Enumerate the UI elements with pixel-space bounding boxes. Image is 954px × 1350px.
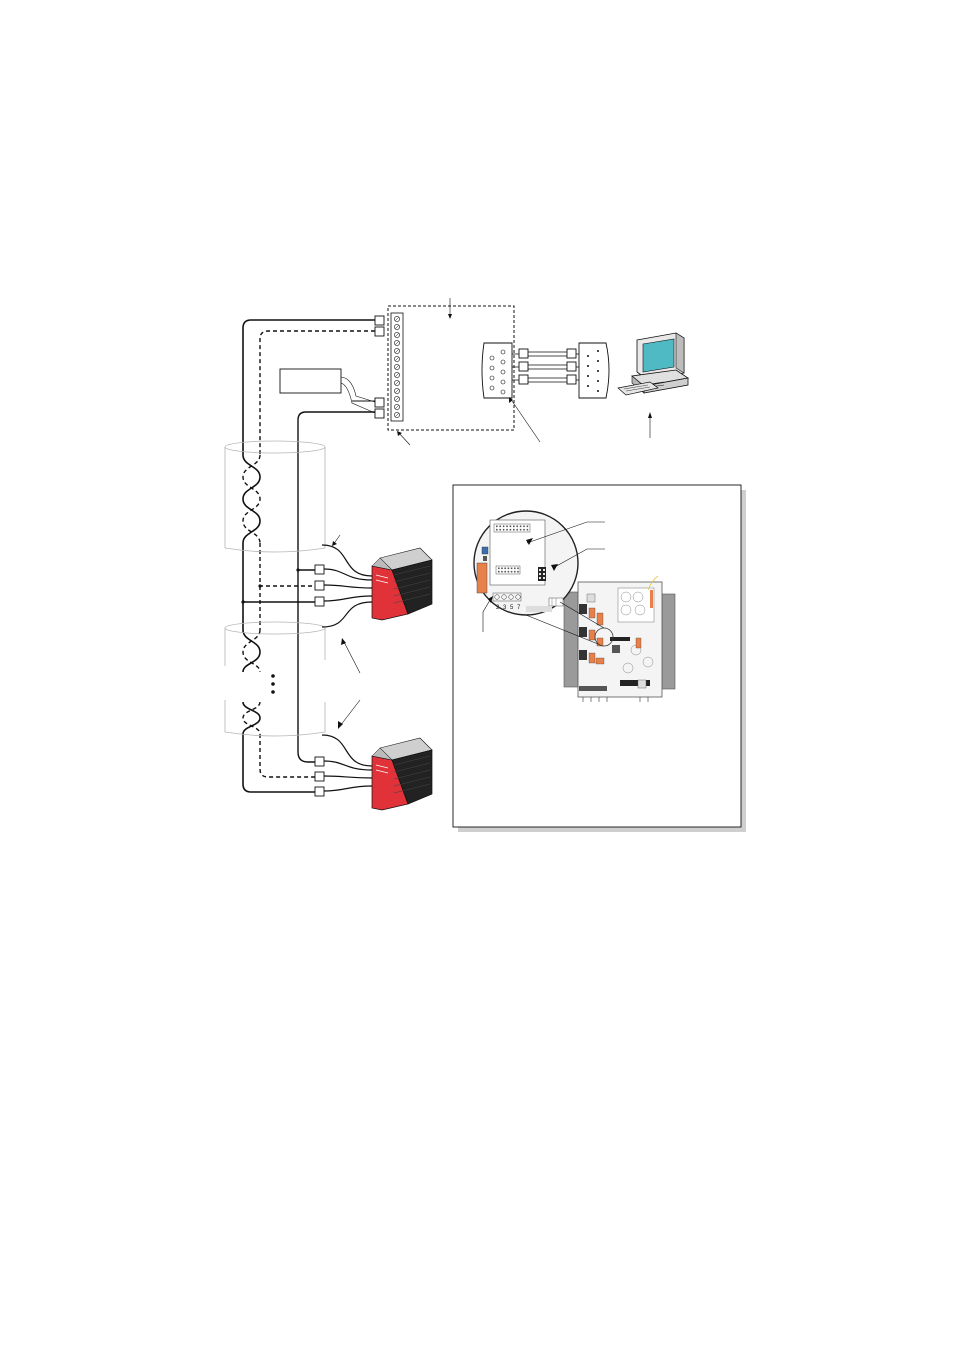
db9-connector-icon [481, 342, 513, 399]
circuit-board-icon [563, 575, 676, 702]
computer-icon [617, 332, 690, 438]
continuation-dots [271, 674, 275, 694]
inverter-icon [371, 737, 433, 811]
serial-cable [512, 342, 610, 399]
pin-digit: 2 [496, 605, 500, 611]
cable-shields [224, 440, 326, 737]
interface-box [279, 298, 541, 446]
pin-digit: 5 [510, 605, 514, 611]
inverter-2 [314, 734, 433, 811]
terminal-screws [394, 316, 400, 418]
inverter-1 [314, 534, 433, 628]
bus-wiring [241, 319, 375, 793]
label-box [279, 368, 342, 394]
pin-digit: 7 [517, 605, 521, 611]
inverter-icon [371, 547, 433, 621]
inset-leader-lines [482, 521, 605, 645]
callout-arrows [339, 639, 361, 727]
pin-digit: 3 [503, 605, 507, 611]
